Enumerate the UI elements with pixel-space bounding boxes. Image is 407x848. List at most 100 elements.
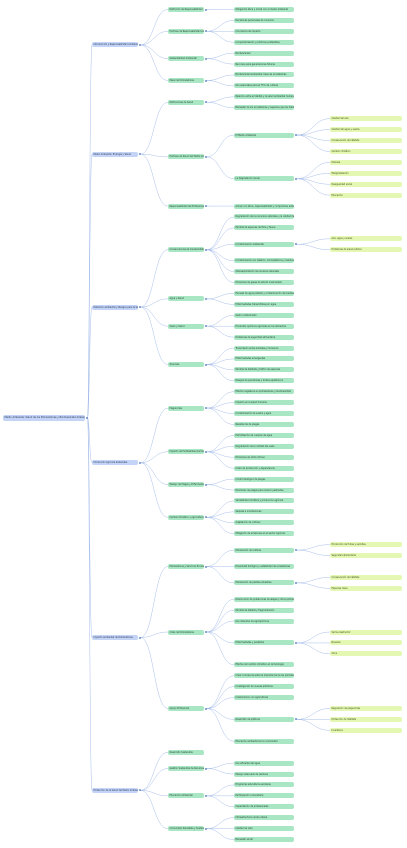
node-zoonosis[interactable]: Zoonosis (168, 361, 204, 367)
node-factores-de-responsabilidad-ambiental-in[interactable]: Factores de Responsabilidad Ambiental In… (168, 28, 204, 34)
collapse-toggle[interactable] (294, 549, 297, 552)
node-virus[interactable]: Virus (330, 651, 402, 657)
collapse-toggle[interactable] (204, 156, 207, 158)
node-responsabilidad-del-profesional-ambienta[interactable]: Responsabilidad del Profesional Ambienta… (168, 203, 204, 209)
collapse-toggle[interactable] (204, 363, 207, 366)
node-consecuencias-de-insostenibilidad[interactable]: Consecuencias de Insostenibilidad (168, 247, 204, 253)
node-seguridad-alimentaria[interactable]: Seguridad alimentaria (330, 553, 402, 559)
node-nosema[interactable]: Nosema (330, 640, 402, 646)
collapse-toggle[interactable] (204, 79, 207, 82)
node-papel-de-polinizadores[interactable]: Papel de Polinizadores (168, 77, 204, 83)
node-monitoreo-de-plagas-para-reducir-pestici[interactable]: Monitoreo de plagas para reducir pestici… (234, 487, 294, 493)
node-actuar-con-etica-responsabilidad-y-compr[interactable]: Actuar con ética, responsabilidad y comp… (234, 203, 294, 209)
collapse-toggle[interactable] (204, 101, 207, 104)
node-disminucion-de-poblaciones-de-abejas-y-o[interactable]: Disminución de poblaciones de abejas y o… (234, 596, 294, 602)
node-degradacion-de-la-calidad-del-suelo[interactable]: Degradación de la calidad del suelo (234, 443, 294, 449)
node-definiciones-de-salud[interactable]: Definiciones de Salud (168, 99, 204, 105)
node-conservacion-de-habitats[interactable]: Conservación de hábitats (330, 138, 402, 144)
node-comportamiento-y-practicas-sostenibles[interactable]: Comportamiento y prácticas sostenibles (234, 39, 294, 45)
collapse-toggle[interactable] (204, 297, 207, 300)
node-degradacion-de-los-recursos-naturales-y-[interactable]: Degradación de los recursos naturales y … (234, 214, 294, 220)
node-medio-ambiente-ecologia-y-salud[interactable]: Medio Ambiente: Ecología y Salud (92, 151, 138, 157)
node-crear-conciencia-sobre-la-importancia-de[interactable]: Crear conciencia sobre la importancia de… (234, 673, 294, 679)
collapse-toggle[interactable] (204, 794, 207, 797)
node-variabilidad-climatica-y-produccion-agri[interactable]: Variabilidad climática y producción agrí… (234, 498, 294, 504)
collapse-toggle[interactable] (294, 581, 297, 584)
node-productos-quimicos-agricolas-en-los-alim[interactable]: Productos químicos agrícolas en los alim… (234, 323, 294, 329)
node-efectos-negativos-en-polinizadores-y-bio[interactable]: Efectos negativos en polinizadores y bio… (234, 389, 294, 395)
node-desarrollo-de-politicas[interactable]: Desarrollo de políticas (234, 716, 294, 722)
collapse-toggle[interactable] (294, 718, 297, 721)
node-aire-agua-y-suelos[interactable]: Aire, agua y suelos (330, 236, 402, 242)
node-enfermedades-emergentes[interactable]: Enfermedades emergentes (234, 356, 294, 362)
node-produccion-agricola-sostenible[interactable]: Producción Agrícola Sostenible (92, 460, 138, 466)
node-definicion-de-responsabilidad[interactable]: Definición de Responsabilidad (168, 6, 204, 12)
node-pobreza[interactable]: Pobreza (330, 159, 402, 165)
node-problemas-de-seguridad-alimentaria[interactable]: Problemas de seguridad alimentaria (234, 334, 294, 340)
collapse-toggle[interactable] (138, 789, 141, 792)
node-regulacion-de-plaguicidas[interactable]: Regulación de plaguicidas (330, 705, 402, 711)
node-cambio-climatico-y-agricultura[interactable]: Cambio Climático y Agricultura (168, 514, 204, 520)
collapse-toggle[interactable] (294, 177, 297, 180)
node-desigualdad-social[interactable]: Desigualdad social (330, 181, 402, 187)
node-emisiones-de-oxido-nitroso[interactable]: Emisiones de óxido nitroso (234, 454, 294, 460)
node-costo-de-produccion-y-dependencia[interactable]: Costo de producción y dependencia (234, 465, 294, 471)
collapse-toggle[interactable] (204, 407, 207, 410)
node-biodiversidad[interactable]: Biodiversidad (234, 50, 294, 56)
collapse-toggle[interactable] (138, 461, 141, 464)
node-contaminacion-por-plastico-microplastico[interactable]: Contaminación por plástico, microplástic… (234, 258, 294, 264)
node-polinizadores-y-servicios-ecosistemicos[interactable]: Polinizadores y Servicios Ecosistémicos (168, 563, 204, 569)
node-perdida-de-habitat-y-fragmentacion[interactable]: Pérdida de hábitat y fragmentación (234, 607, 294, 613)
node-manejo-adecuado-de-residuos[interactable]: Manejo adecuado de residuos (234, 771, 294, 777)
node-participacion-comunitaria[interactable]: Participación comunitaria (234, 793, 294, 799)
node-problemas-de-salud-publica[interactable]: Problemas de salud pública (330, 247, 402, 253)
node-impacto-de-fertilizantes-quimicos[interactable]: Impacto de Fertilizantes Químicos (168, 449, 204, 455)
node-educacion[interactable]: Educación (330, 192, 402, 198)
node-calidad-del-agua-y-suelos[interactable]: Calidad del agua y suelos (330, 127, 402, 133)
node-perdida-de-habitats-y-trafico-de-especie[interactable]: Pérdida de hábitats y tráfico de especie… (234, 367, 294, 373)
node-crisis-de-polinizadores[interactable]: Crisis de Polinizadores (168, 629, 204, 635)
node-calidad-de-vida[interactable]: Calidad de vida (234, 826, 294, 832)
collapse-toggle[interactable] (294, 642, 297, 645)
node-proteccion-de-habitats[interactable]: Protección de hábitats (330, 716, 402, 722)
node-biodiversidad-ambiental-base-de-ecosiste[interactable]: Biodiversidad ambiental: base de ecosist… (234, 72, 294, 78)
node-escasez-de-agua-potable-y-contaminacion-[interactable]: Escasez de agua potable y contaminación … (234, 290, 294, 296)
node-polinizacion-de-cultivos[interactable]: Polinización de Cultivos (234, 547, 294, 553)
node-marginalizacion[interactable]: Marginalización (330, 170, 402, 176)
collapse-toggle[interactable] (204, 767, 207, 770)
node-comunidad-saludable-y-sostenible[interactable]: Comunidad Saludable y Sostenible (168, 826, 204, 832)
collapse-toggle[interactable] (204, 565, 207, 568)
collapse-toggle[interactable] (138, 636, 141, 639)
node-son-esenciales-para-el-75-de-cultivos[interactable]: Son esenciales para el 75% de cultivos (234, 83, 294, 89)
collapse-toggle[interactable] (85, 416, 88, 419)
node-plaguicidas[interactable]: Plaguicidas (168, 405, 204, 411)
collapse-toggle[interactable] (138, 44, 141, 47)
node-varroa-destructor[interactable]: Varroa destructor (330, 629, 402, 635)
node-factores-de-salud-del-medio-ambiente[interactable]: Factores de Salud del Medio Ambiente (168, 154, 204, 160)
node-la-degradacion-social[interactable]: La Degradación Social (234, 176, 294, 182)
node-bienestar-social[interactable]: Bienestar social (234, 837, 294, 843)
node-colaboracion-con-agricultores[interactable]: Colaboración con agricultores (234, 695, 294, 701)
node-enfermedades-transmitidas-por-agua[interactable]: Enfermedades transmitidas por agua (234, 301, 294, 307)
node-cambio-climatico[interactable]: Cambio climático (330, 148, 402, 154)
node-mitigacion-de-emisiones-en-el-sector-agr[interactable]: Mitigación de emisiones en el sector agr… (234, 531, 294, 537)
node-suelo-y-salud[interactable]: Suelo y Salud (168, 323, 204, 329)
node-emisiones-de-gases-de-efecto-invernadero[interactable]: Emisiones de gases de efecto invernadero (234, 280, 294, 285)
node-conservacion-de-habitats[interactable]: Conservación de hábitats (330, 574, 402, 580)
node-apoyo-profesional[interactable]: Apoyo Profesional (168, 705, 204, 711)
node-bienestar-de-los-ecosistemas-y-especies-[interactable]: Bienestar de los ecosistemas y especies … (234, 105, 294, 111)
node-proteccion-de-la-salud-del-medio-ambient[interactable]: Protección de la Salud del Medio Ambient… (92, 787, 138, 793)
collapse-toggle[interactable] (204, 8, 207, 11)
node-impacto-ambiental-de-polinizadores[interactable]: Impacto Ambiental de Polinizadores (92, 634, 138, 640)
node-decisiones-personales-de-consumo[interactable]: Decisiones personales de consumo (234, 17, 294, 23)
node-contaminacion-ambiental[interactable]: Contaminación ambiental (234, 241, 294, 247)
collapse-toggle[interactable] (204, 827, 207, 830)
node-obligacion-etica-y-moral-con-el-medio-am[interactable]: Obligación ética y moral con el medio am… (234, 6, 294, 12)
node-desarrollo-sostenible[interactable]: Desarrollo Sostenible (168, 749, 204, 755)
collapse-toggle[interactable] (294, 134, 297, 137)
node-gestion-sostenible-de-recursos[interactable]: Gestión Sostenible de Recursos (168, 766, 204, 772)
node-manejo-de-plagas-y-enfermedades[interactable]: Manejo de Plagas y Enfermedades (168, 482, 204, 488)
node-capacitacion-de-profesionales[interactable]: Capacitación de profesionales (234, 804, 294, 810)
node-sequias-e-inundaciones[interactable]: Sequías e inundaciones (234, 509, 294, 515)
node-educacion-ambiental-en-la-comunidad[interactable]: Educación ambiental en la comunidad (234, 738, 294, 744)
